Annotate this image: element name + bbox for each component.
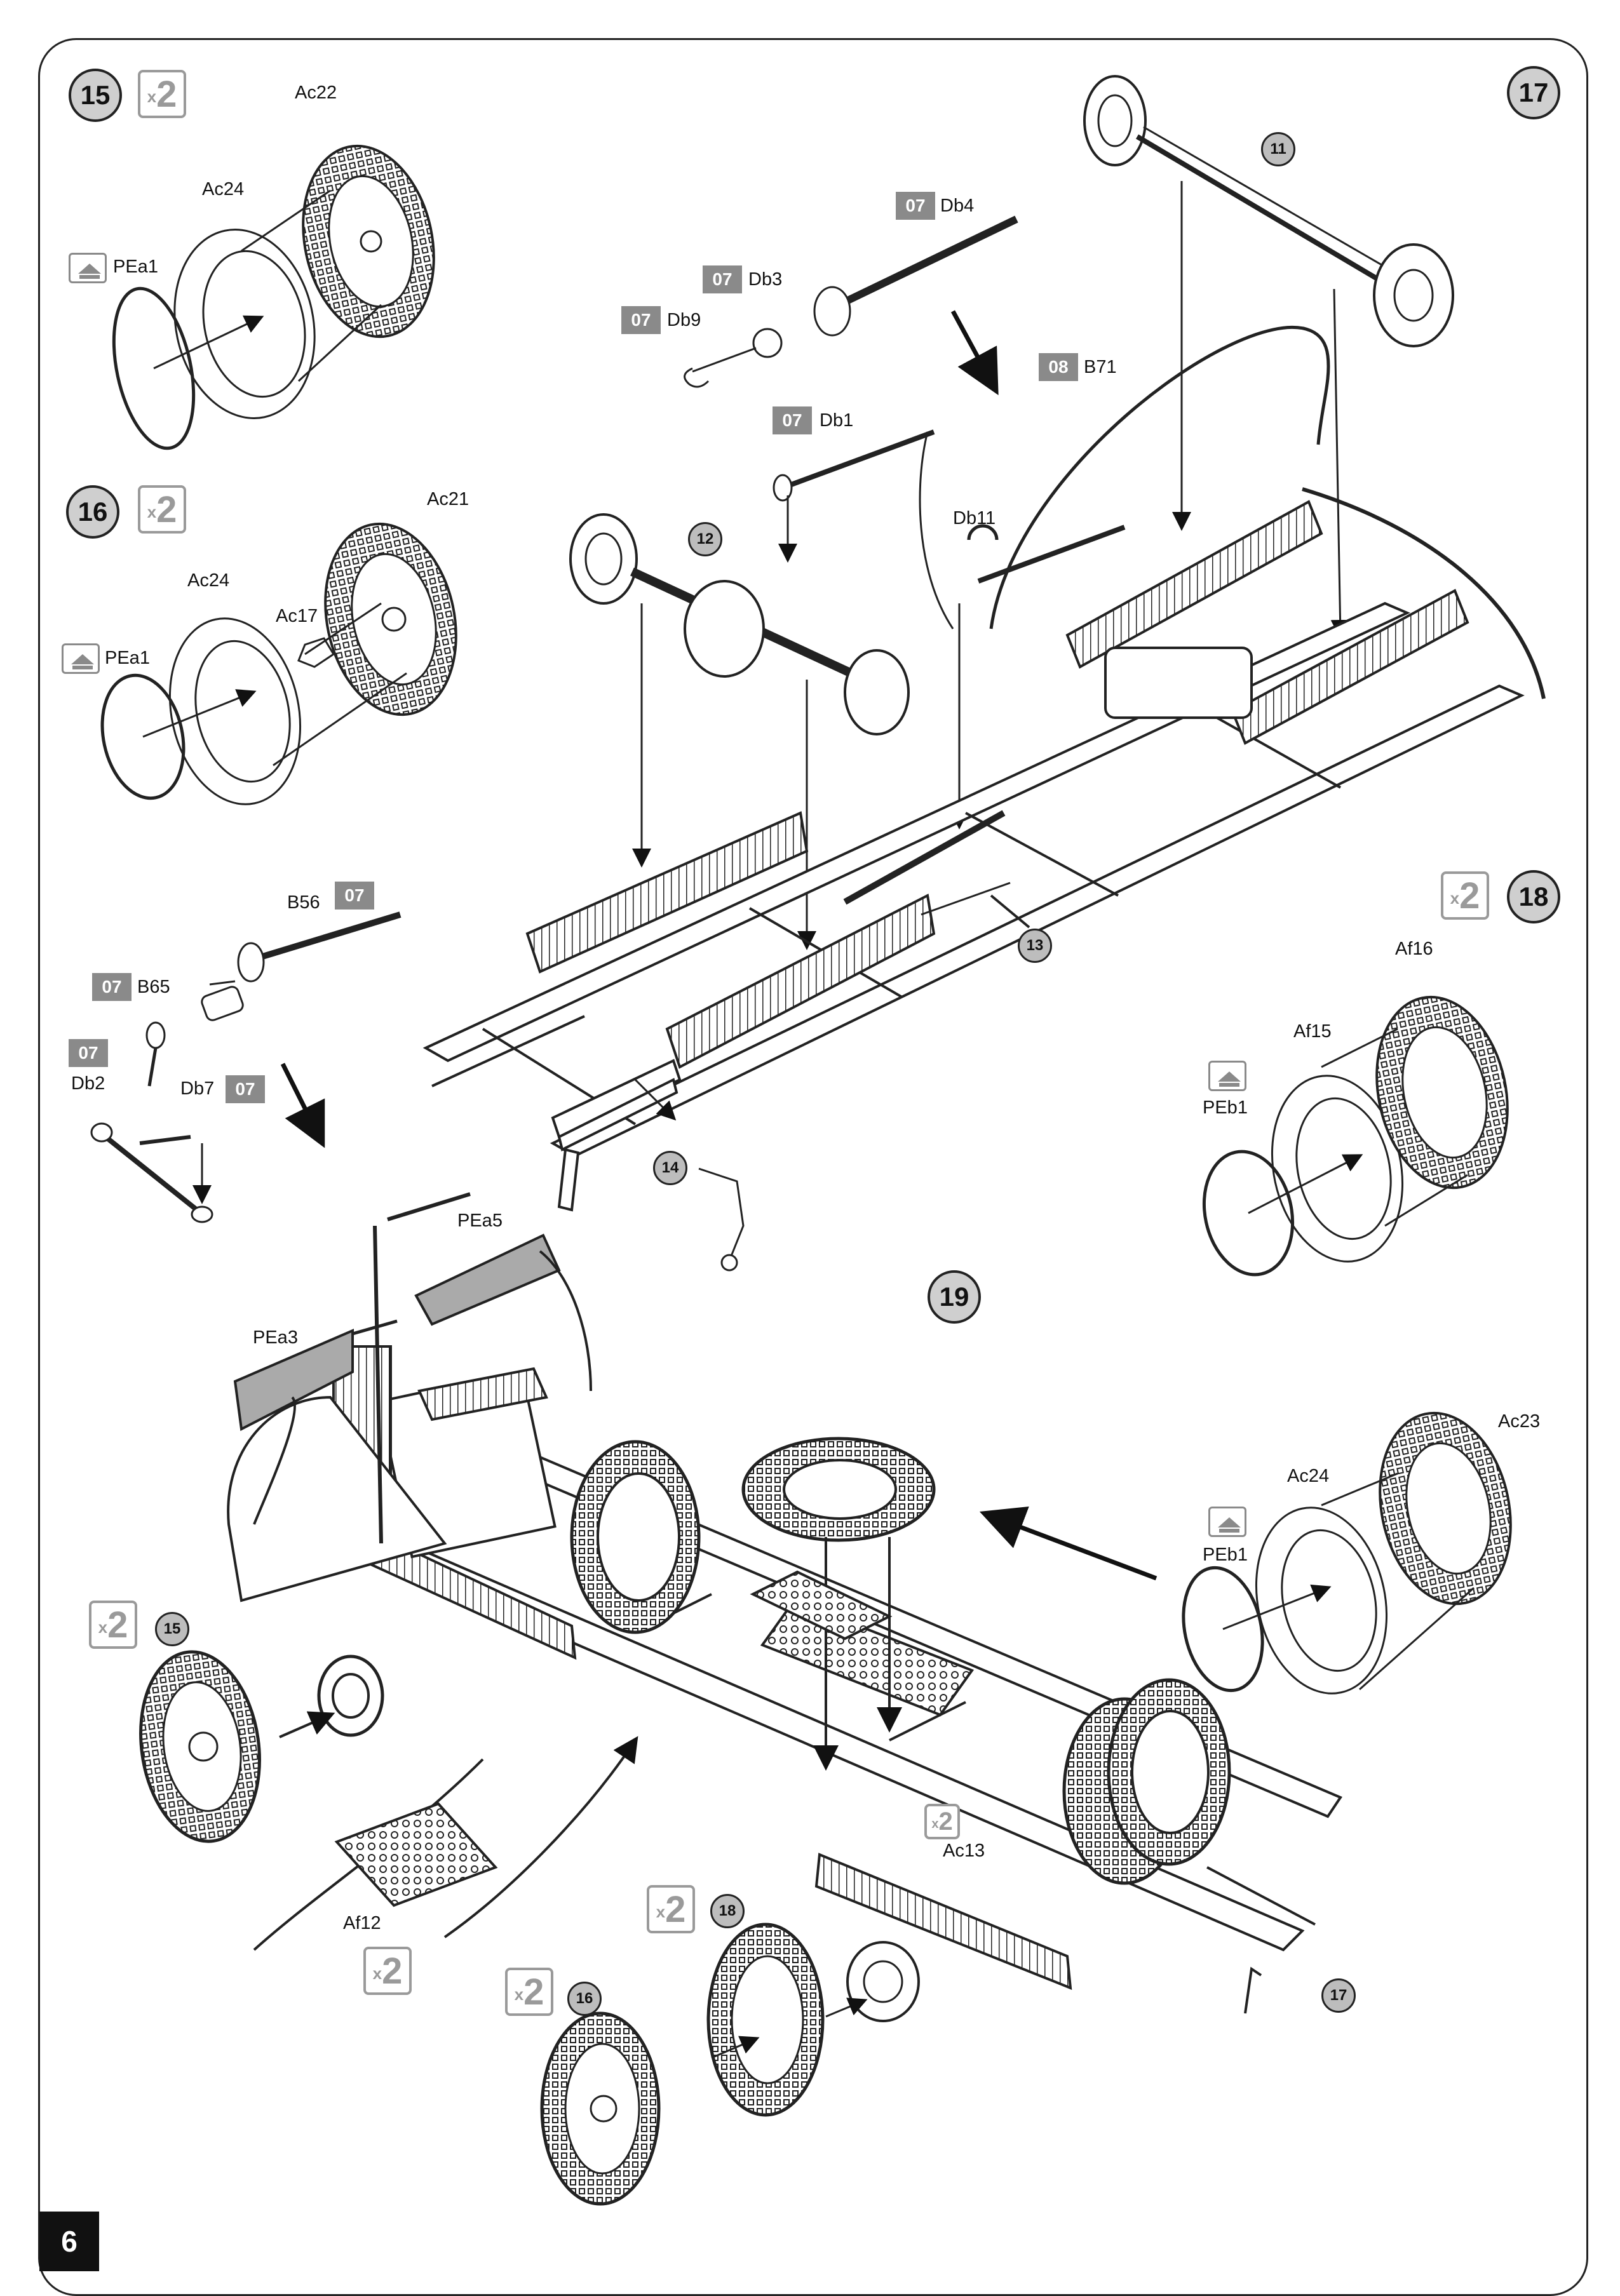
label-ac24: Ac24 xyxy=(1287,1466,1330,1486)
label-b56: B56 xyxy=(287,892,320,913)
multiplier-n: 2 xyxy=(107,1604,128,1646)
label-db9: Db9 xyxy=(667,310,701,330)
multiplier-x: x xyxy=(147,502,157,521)
multiplier-n: 2 xyxy=(382,1950,403,1992)
step-16: 16 xyxy=(66,485,119,539)
step-18: 18 xyxy=(1507,870,1560,923)
label-db11: Db11 xyxy=(953,508,996,528)
multiplier-x: x xyxy=(1450,889,1460,908)
label-b65: B65 xyxy=(137,977,170,997)
ref-18: 18 xyxy=(710,1894,745,1928)
label-af15: Af15 xyxy=(1293,1021,1332,1042)
label-af16: Af16 xyxy=(1395,939,1433,959)
photo-etch-icon xyxy=(62,643,100,674)
label-pea1: PEa1 xyxy=(113,257,158,277)
photo-etch-icon xyxy=(69,253,107,283)
ref-15: 15 xyxy=(155,1612,189,1646)
photo-etch-icon xyxy=(1208,1507,1246,1537)
ref-17: 17 xyxy=(1321,1978,1356,2013)
label-ac23: Ac23 xyxy=(1498,1411,1541,1432)
multiplier-n: 2 xyxy=(156,74,177,115)
label-ac22: Ac22 xyxy=(295,83,337,103)
step-17: 17 xyxy=(1507,66,1560,119)
label-ac17: Ac17 xyxy=(276,606,318,626)
label-peb1: PEb1 xyxy=(1203,1545,1248,1565)
driveshaft-db4 xyxy=(684,215,1018,388)
wheel-assembly-15 xyxy=(112,144,435,450)
label-pea1: PEa1 xyxy=(105,648,150,668)
truck-assembly-19 xyxy=(227,1192,1343,2014)
step-19: 19 xyxy=(928,1270,981,1324)
paint-code-icon: 07 xyxy=(226,1075,265,1103)
ref-12: 12 xyxy=(688,522,722,556)
label-db7: Db7 xyxy=(180,1078,215,1099)
steering-linkage xyxy=(90,911,402,1223)
multiplier-x: x xyxy=(372,1964,382,1983)
paint-code-icon: 08 xyxy=(1039,353,1078,381)
label-b71: B71 xyxy=(1084,357,1117,377)
footplate-af12 xyxy=(334,1802,498,1907)
wheel-assembly-18 xyxy=(1202,995,1509,1277)
paint-code-icon: 07 xyxy=(621,306,661,334)
label-ac24: Ac24 xyxy=(187,570,230,591)
multiplier-x: x xyxy=(656,1902,666,1921)
chassis-13 xyxy=(422,487,1546,1212)
label-ac13: Ac13 xyxy=(943,1841,985,1861)
multiplier-x: x xyxy=(98,1618,108,1637)
label-ac21: Ac21 xyxy=(427,489,469,509)
multiplier-n: 2 xyxy=(938,1808,953,1836)
multiplier-n: 2 xyxy=(523,1971,544,2013)
ref-16: 16 xyxy=(567,1982,602,2016)
wheels-18-16-installed xyxy=(540,1923,920,2206)
wheel-assembly-16 xyxy=(100,522,457,805)
paint-code-icon: 07 xyxy=(92,973,132,1001)
axle-12 xyxy=(569,513,910,950)
label-db1: Db1 xyxy=(820,410,854,431)
label-ac24: Ac24 xyxy=(202,179,245,199)
multiplier-x: x xyxy=(931,1817,939,1831)
label-db3: Db3 xyxy=(748,269,783,290)
paint-code-icon: 07 xyxy=(773,406,812,434)
paint-code-icon: 07 xyxy=(703,265,742,293)
page-number: 6 xyxy=(39,2212,99,2271)
multiplier-n: 2 xyxy=(665,1889,686,1930)
wheel-15-installed xyxy=(139,1650,261,1843)
axle-11 xyxy=(1083,75,1454,639)
ref-14: 14 xyxy=(653,1151,687,1185)
multiplier-x: x xyxy=(514,1985,524,2004)
step-15: 15 xyxy=(69,69,122,122)
label-pea5: PEa5 xyxy=(457,1211,503,1231)
photo-etch-icon xyxy=(1208,1061,1246,1091)
label-db4: Db4 xyxy=(940,196,975,216)
wheel-assembly-19-right xyxy=(1182,1411,1512,1695)
label-peb1: PEb1 xyxy=(1203,1098,1248,1118)
ref-13: 13 xyxy=(1018,929,1052,963)
driveshaft-db1 xyxy=(773,429,954,629)
paint-code-icon: 07 xyxy=(335,882,374,910)
label-pea3: PEa3 xyxy=(253,1327,298,1348)
label-db2: Db2 xyxy=(71,1073,105,1094)
bracket-14 xyxy=(698,1167,745,1272)
multiplier-n: 2 xyxy=(156,489,177,530)
multiplier-x: x xyxy=(147,87,157,106)
paint-code-icon: 07 xyxy=(896,192,935,220)
multiplier-n: 2 xyxy=(1459,875,1480,916)
label-af12: Af12 xyxy=(343,1913,381,1933)
paint-code-icon: 07 xyxy=(69,1039,108,1067)
ref-11: 11 xyxy=(1261,132,1295,166)
